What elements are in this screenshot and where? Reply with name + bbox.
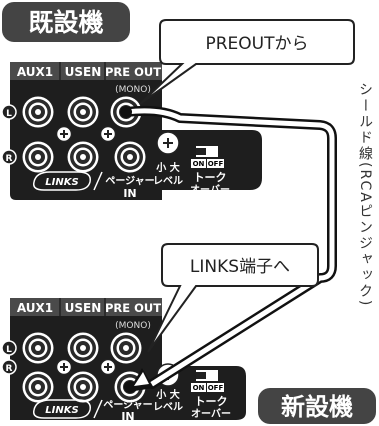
top-in-label: IN [123, 187, 136, 200]
bottom-title: 新設機 [281, 393, 353, 421]
bottom-col-aux1: AUX1 [17, 301, 53, 315]
top-title-badge: 既設機 [2, 2, 130, 42]
top-r-marker [1, 149, 17, 165]
callout-top: PREOUTから [139, 19, 355, 105]
top-pager-label: ページャー [105, 175, 154, 187]
bottom-col-usen: USEN [65, 301, 102, 315]
svg-text:R: R [6, 154, 13, 164]
bottom-links-logo [32, 399, 91, 419]
svg-text:OFF: OFF [208, 160, 224, 168]
top-col-preout: PRE OUT [105, 65, 161, 79]
bottom-col-preout: PRE OUT [105, 301, 161, 315]
svg-text:LINKS: LINKS [45, 177, 78, 188]
bottom-r-marker [1, 359, 17, 375]
top-usen-l-jack[interactable] [67, 96, 99, 128]
bottom-screw-2 [99, 358, 117, 376]
top-col-aux1: AUX1 [17, 65, 53, 79]
top-screw-2 [99, 125, 117, 143]
callout-bottom-text: LINKS端子へ [190, 257, 290, 277]
top-over-label: オーバー [190, 184, 230, 196]
top-talk-label: トーク [194, 171, 227, 184]
side-label: シールド線(RCAピンジャック) [357, 82, 373, 307]
bottom-talk-switch[interactable] [196, 370, 218, 381]
cable-plug-top [120, 106, 132, 118]
bottom-aux1-r-jack[interactable] [22, 371, 54, 403]
top-usen-r-jack[interactable] [67, 141, 99, 173]
bottom-l-marker [1, 340, 17, 356]
top-unit: AUX1 USEN PRE OUT (MONO) L R ON OFF LINK… [1, 62, 262, 200]
top-links-logo [32, 171, 91, 191]
callout-top-text: PREOUTから [205, 34, 308, 54]
svg-text:OFF: OFF [208, 384, 224, 392]
bottom-usen-l-jack[interactable] [67, 332, 99, 364]
top-l-marker [1, 104, 17, 120]
bottom-screw-1 [55, 358, 73, 376]
top-title: 既設機 [28, 8, 103, 37]
top-aux1-r-jack[interactable] [22, 141, 54, 173]
top-aux1-l-jack[interactable] [22, 96, 54, 128]
top-level-label: レベル [153, 175, 183, 187]
top-small-big-label: 小 大 [155, 161, 179, 174]
bottom-level-label: レベル [153, 401, 183, 413]
bottom-usen-r-jack[interactable] [67, 371, 99, 403]
svg-text:R: R [6, 364, 13, 374]
bottom-mono: (MONO) [115, 321, 151, 331]
top-col-usen: USEN [65, 65, 102, 79]
bottom-unit: AUX1 USEN PRE OUT (MONO) L R ON OFF LINK… [1, 298, 246, 423]
svg-text:L: L [6, 109, 12, 119]
bottom-pager-label: ページャー [103, 399, 152, 411]
top-talk-switch[interactable] [196, 146, 218, 157]
top-pager-in-jack[interactable] [114, 141, 146, 173]
bottom-title-badge: 新設機 [258, 388, 376, 424]
top-mono: (MONO) [115, 85, 151, 95]
svg-text:L: L [6, 345, 12, 355]
top-screw-1 [55, 125, 73, 143]
svg-text:ON: ON [193, 384, 205, 392]
bottom-over-label: オーバー [191, 408, 231, 420]
bottom-in-label: IN [121, 410, 134, 423]
bottom-preout-jack[interactable] [110, 332, 142, 364]
svg-text:LINKS: LINKS [45, 405, 78, 416]
bottom-small-big-label: 小 大 [155, 388, 179, 401]
callout-bottom: LINKS端子へ [147, 243, 319, 353]
bottom-talk-label: トーク [195, 395, 228, 408]
bottom-aux1-l-jack[interactable] [22, 332, 54, 364]
svg-text:ON: ON [193, 160, 205, 168]
